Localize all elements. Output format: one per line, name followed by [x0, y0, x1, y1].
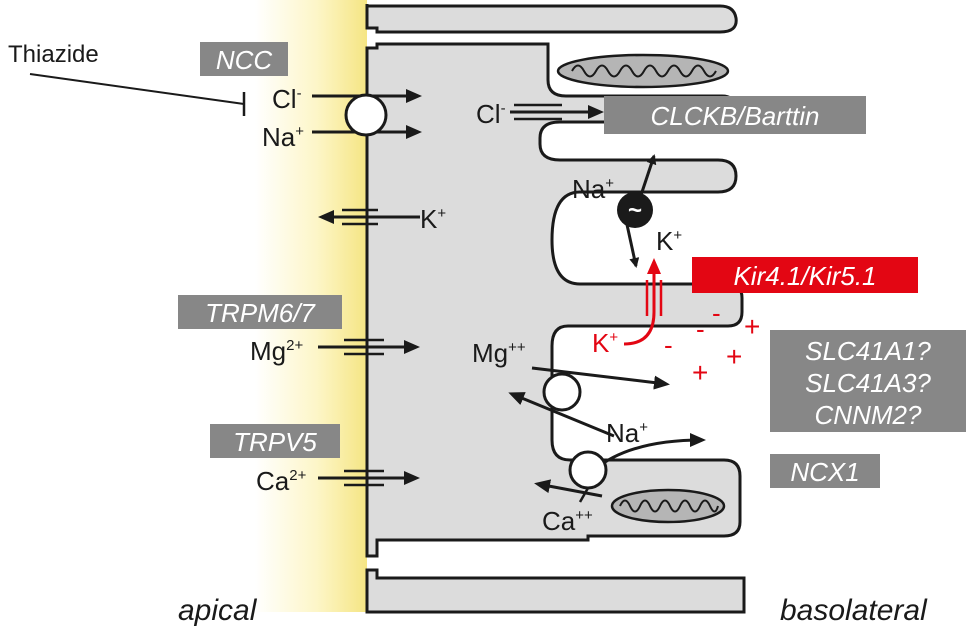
- charge-plus-3: +: [692, 357, 708, 388]
- trpm-label: TRPM6/7: [205, 298, 316, 328]
- exchanger-mg-ion: Mg++: [472, 338, 526, 368]
- ncc-label: NCC: [216, 45, 273, 75]
- kir-k-ion: K+: [592, 328, 618, 358]
- clckb-cl-ion: Cl-: [476, 99, 506, 129]
- charge-minus-2: -: [696, 314, 705, 344]
- ncx-exchanger: [534, 433, 706, 503]
- slc41a1-label: SLC41A1?: [805, 336, 931, 366]
- charge-plus-2: +: [726, 341, 742, 372]
- apical-label: apical: [178, 594, 258, 627]
- slc41a3-label: SLC41A3?: [805, 368, 931, 398]
- trpv-label: TRPV5: [233, 427, 317, 457]
- clckb-label: CLCKB/Barttin: [650, 101, 819, 131]
- mitochondrion-bottom: [610, 488, 726, 524]
- apical-k-ion: K+: [420, 204, 446, 234]
- trpv-tag: [210, 424, 340, 458]
- ncc-na-ion: Na+: [262, 122, 304, 152]
- mitochondrion-top: [556, 53, 730, 89]
- mg-na-exchanger: [508, 366, 670, 438]
- apical-k-channel: [318, 208, 420, 226]
- ncx-tag: [770, 454, 880, 488]
- exchanger-na-ion: Na+: [606, 418, 648, 448]
- thiazide-inhibition: [29, 73, 246, 116]
- charge-plus-1: +: [744, 311, 760, 342]
- trpm-channel: [318, 338, 420, 356]
- pump-na-ion: Na+: [572, 174, 614, 204]
- trpm-tag: [178, 295, 342, 329]
- cnnm2-label: CNNM2?: [815, 400, 922, 430]
- ncc-cl-ion: Cl-: [272, 84, 302, 114]
- thiazide-label: Thiazide: [8, 41, 99, 68]
- basolateral-label: basolateral: [780, 594, 928, 627]
- pump-k-ion: K+: [656, 226, 682, 256]
- kir-tag: [692, 257, 918, 293]
- charge-minus-3: -: [712, 298, 721, 328]
- ncc-tag: [200, 42, 288, 76]
- neighbour-cell-bottom: [365, 568, 746, 614]
- trpv-ca-ion: Ca2+: [256, 466, 307, 496]
- trpm-mg-ion: Mg2+: [250, 336, 303, 366]
- clckb-tag: [604, 96, 866, 134]
- trpv-channel: [318, 469, 420, 487]
- ncc-cotransporter: [312, 89, 422, 139]
- charge-minus-1: -: [664, 330, 673, 360]
- pump-symbol: ~: [628, 197, 642, 224]
- clckb-channel: [510, 103, 604, 121]
- ncx-ca-ion: Ca++: [542, 506, 593, 536]
- kir-label: Kir4.1/Kir5.1: [733, 261, 876, 291]
- slc-tag: [770, 330, 966, 432]
- neighbour-cell-top: [365, 4, 738, 34]
- ncx-label: NCX1: [790, 457, 859, 487]
- kir-channel: [623, 258, 663, 346]
- na-k-pump: [617, 154, 657, 268]
